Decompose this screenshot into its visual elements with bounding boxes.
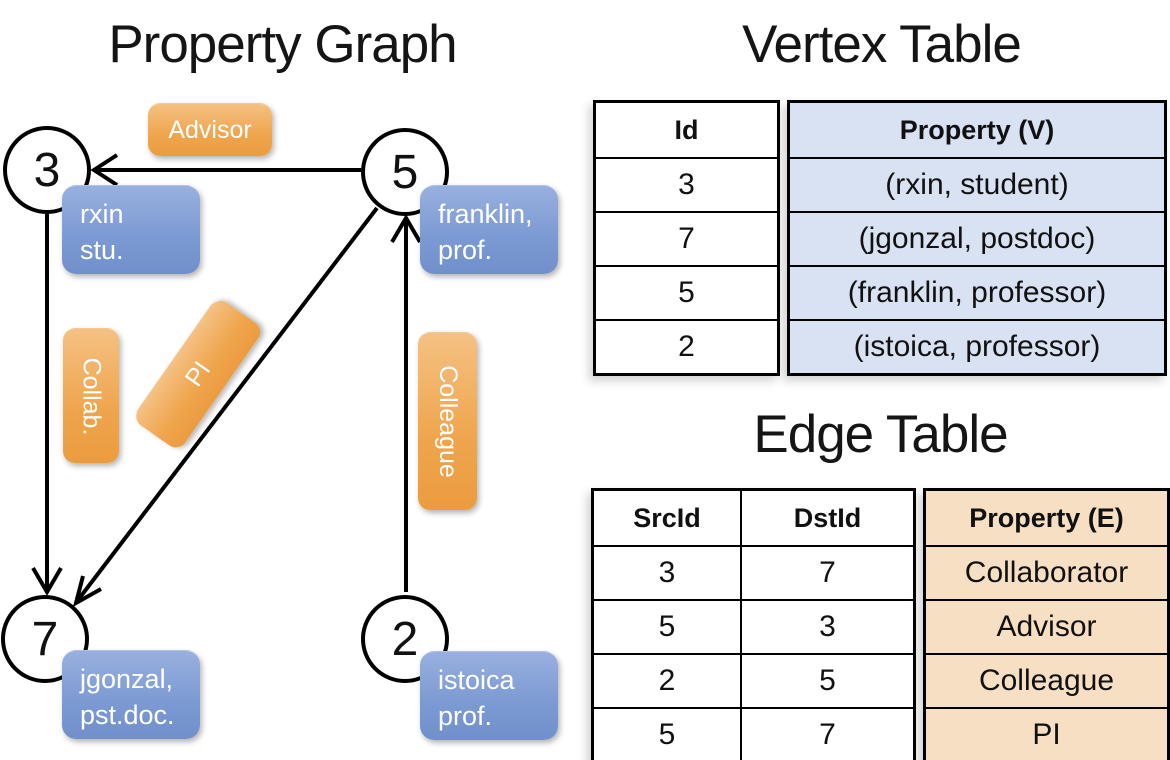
table-row: (istoica, professor) — [790, 319, 1164, 373]
edge-pi-arrowhead-icon — [72, 575, 102, 608]
vertex-id-cell: 5 — [678, 276, 695, 309]
edge-colleague-arrowhead-icon — [390, 214, 422, 244]
table-row: 5 7 — [594, 707, 913, 760]
vertex-property-label-5: franklin, prof. — [420, 185, 558, 274]
edge-table-property-column: Property (E) Collaborator Advisor Collea… — [923, 488, 1170, 760]
vertex-table-property-column: Property (V) (rxin, student) (jgonzal, p… — [787, 100, 1167, 376]
vertex-property-label-3: rxin stu. — [62, 185, 200, 274]
edge-dstid-cell: 3 — [819, 610, 836, 643]
vertex-property-cell: (rxin, student) — [790, 159, 1164, 211]
vertex-property-cell: (franklin, professor) — [790, 267, 1164, 319]
table-row: Advisor — [926, 599, 1167, 653]
graph-edges-layer — [31, 153, 422, 608]
table-row: 7 — [596, 211, 777, 265]
vertex-property-label-3-line1: rxin — [80, 199, 124, 229]
edge-label-colleague-text: Colleague — [434, 365, 462, 478]
table-row: PI — [926, 707, 1167, 760]
edge-label-pi-text: PI — [179, 356, 217, 392]
edge-srcid-cell: 2 — [594, 655, 742, 707]
table-row: 2 — [596, 319, 777, 373]
vertex-table-id-header: Id — [674, 114, 699, 145]
vertex-id-cell: 7 — [678, 222, 695, 255]
table-row: 2 5 — [594, 653, 913, 707]
table-row: 3 — [596, 157, 777, 211]
table-row: 5 — [596, 265, 777, 319]
edge-srcid-cell: 3 — [594, 547, 742, 599]
vertex-node-2: 2 — [361, 595, 449, 683]
edge-label-advisor-text: Advisor — [168, 115, 252, 144]
vertex-property-label-7: jgonzal, pst.doc. — [62, 650, 200, 739]
edge-property-cell: Advisor — [926, 601, 1167, 653]
table-row: (rxin, student) — [790, 157, 1164, 211]
table-row: (franklin, professor) — [790, 265, 1164, 319]
edge-label-collab: Collab. — [63, 328, 119, 463]
vertex-id-cell: 2 — [678, 330, 695, 363]
edge-table-property-header: Property (E) — [926, 491, 1167, 545]
vertex-property-label-2-line1: istoica — [438, 665, 515, 695]
edge-label-advisor: Advisor — [148, 103, 272, 156]
vertex-property-label-2-line2: prof. — [438, 701, 493, 732]
vertex-table: Id 3 7 5 2 Property (V) (rxin, student) … — [593, 100, 1167, 376]
vertex-property-cell: (jgonzal, postdoc) — [790, 213, 1164, 265]
edge-label-collab-text: Collab. — [77, 357, 106, 435]
vertex-id-cell: 3 — [678, 168, 695, 201]
edge-pi-line — [76, 206, 379, 602]
vertex-property-label-7-line2: pst.doc. — [80, 700, 175, 731]
edge-dstid-cell: 7 — [819, 556, 836, 589]
vertex-property-cell: (istoica, professor) — [790, 321, 1164, 373]
edge-srcid-cell: 5 — [594, 709, 742, 760]
vertex-property-label-2: istoica prof. — [420, 651, 558, 740]
edge-property-cell: Collaborator — [926, 547, 1167, 599]
vertex-table-property-header: Property (V) — [790, 103, 1164, 157]
vertex-property-label-5-line1: franklin, — [438, 199, 533, 229]
edge-table-title: Edge Table — [753, 405, 1008, 464]
edge-dstid-cell: 7 — [819, 718, 836, 751]
vertex-table-id-column: Id 3 7 5 2 — [593, 100, 780, 376]
vertex-property-label-7-line1: jgonzal, — [80, 664, 174, 694]
vertex-table-title: Vertex Table — [742, 15, 1022, 74]
property-graph-title: Property Graph — [108, 15, 457, 74]
table-row: 3 7 — [594, 545, 913, 599]
edge-property-cell: PI — [926, 709, 1167, 760]
edge-advisor-arrowhead-icon — [90, 153, 119, 187]
vertex-property-label-5-line2: prof. — [438, 235, 493, 266]
edge-table-dstid-header: DstId — [793, 502, 862, 533]
edge-table-srcid-header: SrcId — [594, 491, 742, 545]
edge-table-id-columns: SrcId DstId 3 7 5 3 2 5 5 7 — [591, 488, 916, 760]
edge-srcid-cell: 5 — [594, 601, 742, 653]
vertex-node-3-id: 3 — [33, 143, 61, 197]
vertex-node-7-id: 7 — [31, 612, 59, 666]
vertex-node-2-id: 2 — [391, 612, 419, 666]
table-row: 5 3 — [594, 599, 913, 653]
vertex-property-label-3-line2: stu. — [80, 235, 124, 266]
edge-property-cell: Colleague — [926, 655, 1167, 707]
edge-table: SrcId DstId 3 7 5 3 2 5 5 7 Property (E)… — [591, 488, 1170, 760]
table-row: Collaborator — [926, 545, 1167, 599]
edge-dstid-cell: 5 — [819, 664, 836, 697]
edge-label-colleague: Colleague — [418, 332, 477, 510]
table-row: (jgonzal, postdoc) — [790, 211, 1164, 265]
edge-collab-arrowhead-icon — [31, 566, 63, 596]
vertex-node-5-id: 5 — [391, 145, 419, 199]
table-row: Colleague — [926, 653, 1167, 707]
